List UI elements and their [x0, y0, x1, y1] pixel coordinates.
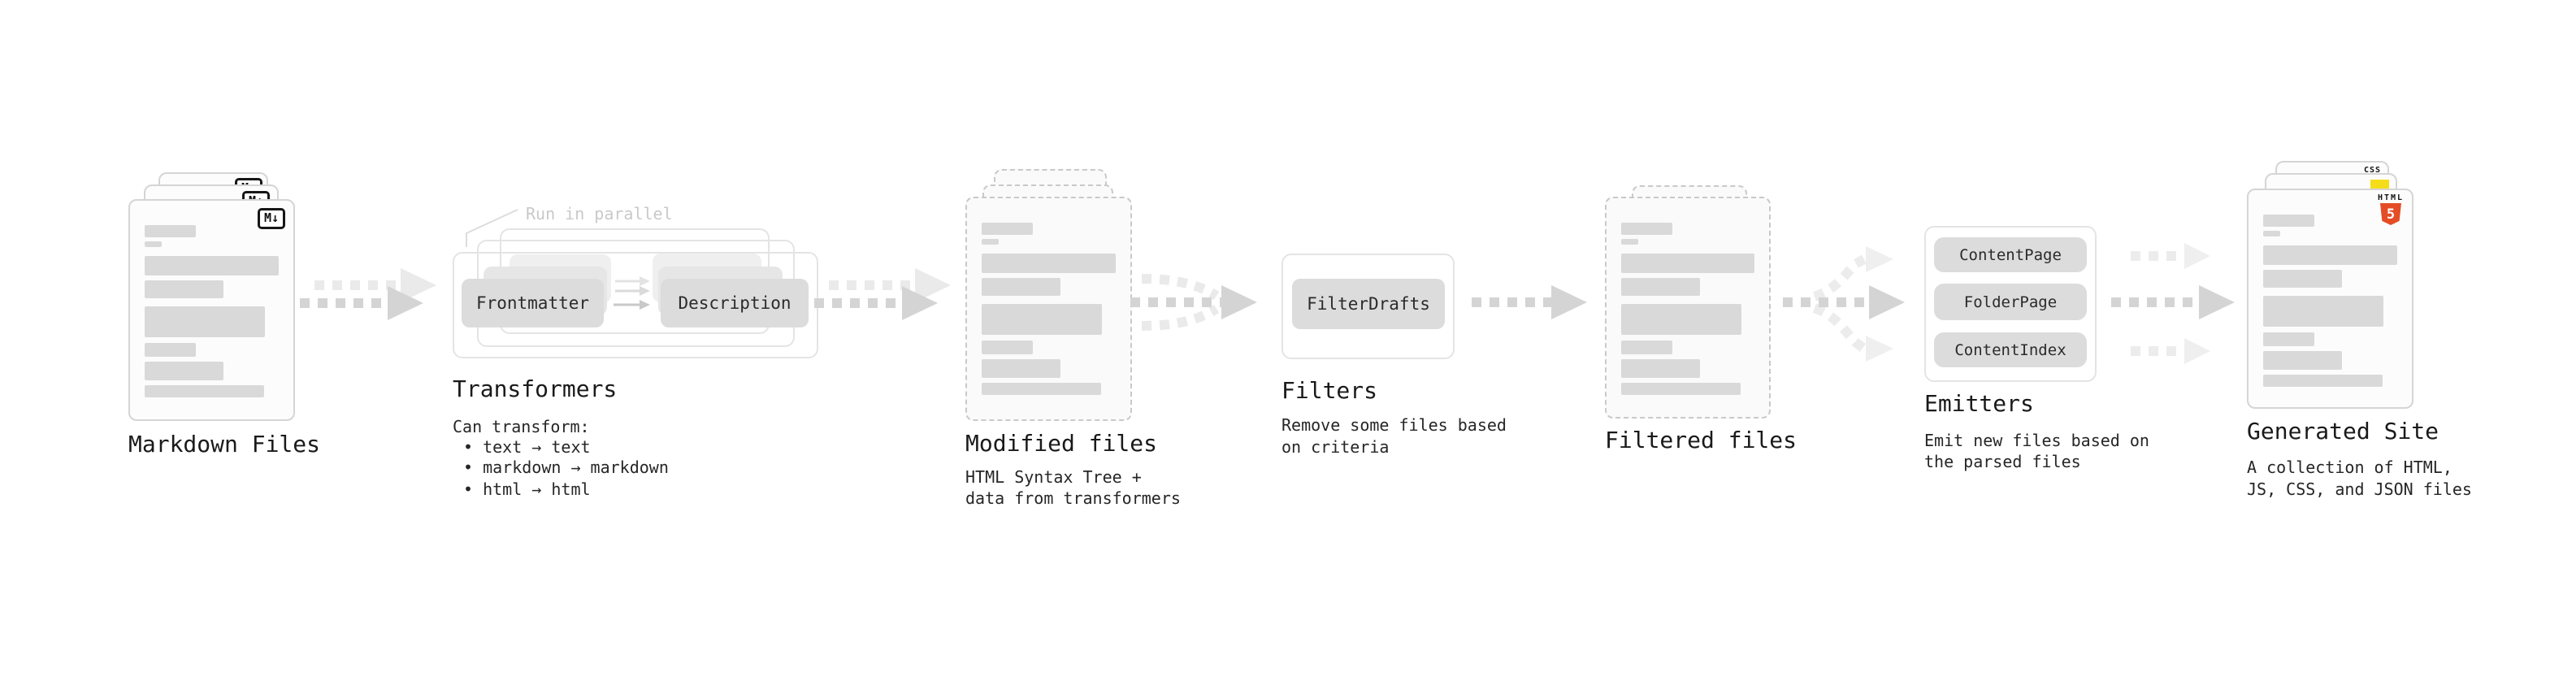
text-line-placeholder: [982, 278, 1060, 296]
text-line-placeholder: [2263, 215, 2314, 227]
text-line-placeholder: [982, 383, 1101, 395]
text-line-placeholder: [145, 343, 196, 357]
stage-generated-site: CSS HTML 5 Generated Site A collection o…: [2247, 161, 2491, 502]
text-line-placeholder: [1621, 254, 1754, 273]
transformers-bullet: • html → html: [463, 479, 591, 499]
modified-files-label: Modified files: [965, 430, 1158, 457]
text-line-placeholder: [2263, 245, 2397, 265]
modified-doc-card-front: [965, 197, 1132, 421]
stage-markdown-files: M↓ M↓ M↓ Markdown Files: [128, 172, 340, 465]
text-line-placeholder: [145, 256, 279, 275]
text-line-placeholder: [1621, 239, 1638, 245]
generated-site-desc: JS, CSS, and JSON files: [2247, 479, 2472, 499]
filtered-files-label: Filtered files: [1605, 427, 1798, 453]
text-line-placeholder: [145, 225, 196, 237]
text-line-placeholder: [1621, 223, 1672, 235]
text-line-placeholder: [145, 241, 162, 247]
text-line-placeholder: [145, 306, 265, 337]
filtered-doc-card-front: [1605, 197, 1771, 419]
emitters-label: Emitters: [1924, 390, 2034, 417]
javascript-icon: [2370, 180, 2389, 190]
doc-text-placeholder: [2263, 215, 2397, 387]
text-line-placeholder: [2263, 270, 2342, 288]
doc-text-placeholder: [145, 225, 279, 397]
filterdrafts-pill: FilterDrafts: [1292, 279, 1445, 329]
stage-filtered-files: Filtered files: [1605, 185, 1832, 478]
doc-text-placeholder: [982, 223, 1116, 395]
generated-site-desc: A collection of HTML,: [2247, 458, 2452, 477]
markdown-doc-card-front: M↓: [128, 199, 295, 421]
run-in-parallel-annotation: Run in parallel: [526, 204, 673, 223]
markdown-icon: M↓: [257, 208, 285, 229]
text-line-placeholder: [982, 254, 1116, 273]
text-line-placeholder: [2263, 332, 2314, 346]
markdown-files-label: Markdown Files: [128, 431, 321, 458]
text-line-placeholder: [1621, 278, 1700, 296]
contentpage-pill: ContentPage: [1934, 237, 2087, 272]
text-line-placeholder: [145, 362, 223, 380]
generated-doc-card-front: HTML 5: [2247, 189, 2413, 409]
text-line-placeholder: [982, 223, 1033, 235]
text-line-placeholder: [982, 340, 1033, 354]
frontmatter-pill: Frontmatter: [462, 279, 604, 327]
transformers-desc-title: Can transform:: [453, 417, 590, 436]
text-line-placeholder: [145, 385, 264, 397]
transformers-label: Transformers: [453, 375, 618, 402]
stage-transformers: Run in parallel Frontmatter Description …: [453, 203, 835, 504]
text-line-placeholder: [145, 280, 223, 298]
text-line-placeholder: [1621, 383, 1741, 395]
filters-desc: Remove some files based: [1281, 415, 1507, 435]
stage-filters: FilterDrafts Filters Remove some files b…: [1281, 254, 1507, 481]
transformers-bullet: • markdown → markdown: [463, 458, 669, 477]
text-line-placeholder: [1621, 340, 1672, 354]
emitters-desc: Emit new files based on: [1924, 431, 2149, 450]
text-line-placeholder: [2263, 351, 2342, 370]
text-line-placeholder: [2263, 296, 2383, 327]
text-line-placeholder: [982, 304, 1102, 335]
text-line-placeholder: [2263, 375, 2383, 387]
text-line-placeholder: [2263, 231, 2280, 236]
text-line-placeholder: [982, 239, 999, 245]
text-line-placeholder: [1621, 359, 1700, 378]
stage-modified-files: Modified files HTML Syntax Tree + data f…: [965, 169, 1193, 510]
transformers-bullet: • text → text: [463, 437, 591, 457]
doc-text-placeholder: [1621, 223, 1754, 395]
contentindex-pill: ContentIndex: [1934, 332, 2087, 367]
html5-icon-shield: 5: [2380, 203, 2401, 225]
filters-desc: on criteria: [1281, 437, 1390, 457]
html5-icon: HTML 5: [2373, 194, 2409, 225]
filters-label: Filters: [1281, 377, 1378, 404]
text-line-placeholder: [1621, 304, 1741, 335]
emitters-desc: the parsed files: [1924, 452, 2081, 471]
modified-files-desc: HTML Syntax Tree +: [965, 467, 1142, 487]
modified-files-desc: data from transformers: [965, 488, 1181, 508]
folderpage-pill: FolderPage: [1934, 284, 2087, 320]
stage-emitters: ContentPage FolderPage ContentIndex Emit…: [1924, 226, 2149, 486]
description-pill: Description: [661, 279, 809, 327]
generated-site-label: Generated Site: [2247, 418, 2439, 445]
html5-icon-word: HTML: [2377, 193, 2405, 202]
text-line-placeholder: [982, 359, 1060, 378]
